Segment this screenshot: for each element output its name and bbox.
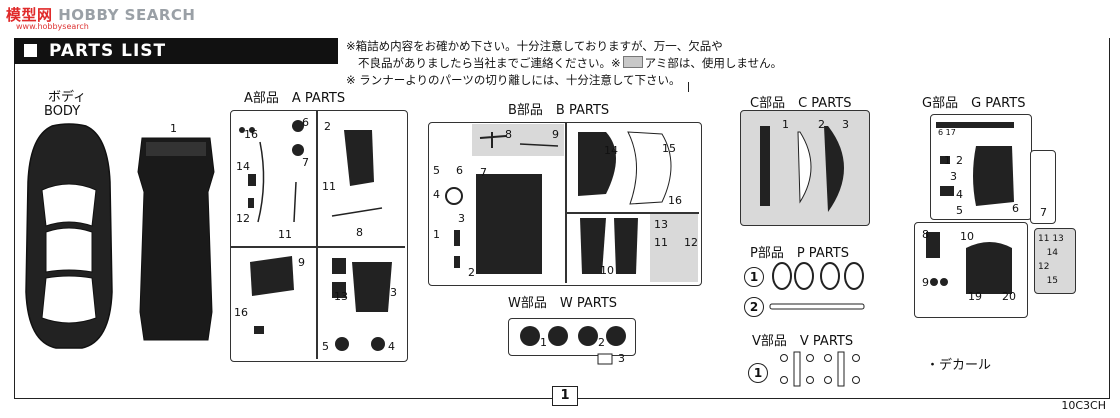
body-part-number: 1 [170,122,177,135]
document-code: 10C3CH [1061,399,1106,412]
a-parts-sprue [230,110,408,362]
b-part-5: 5 [433,164,440,177]
b-part-12: 12 [684,236,698,249]
a-part-2: 2 [324,120,331,133]
p-parts-tires [772,262,864,290]
g-part-1: 1 [944,154,951,167]
g-part-8: 8 [922,228,929,241]
a-part-9: 9 [298,256,305,269]
a-part-16: 16 [234,306,248,319]
body-label-en: BODY [44,104,81,119]
w-parts-label: W部品 W PARTS [508,296,618,311]
b-part-7: 7 [480,166,487,179]
v-parts-shapes [780,351,860,387]
g-parts-sprue-side [1030,150,1056,224]
b-part-8: 8 [505,128,512,141]
c-parts-shapes [760,126,844,212]
c-part-3: 3 [842,118,849,131]
note-line-3: ※ ランナーよりのパーツの切り離しには、十分注意して下さい。 [346,73,681,87]
note-line-1: ※箱詰め内容をお確かめ下さい。十分注意しておりますが、万一、欠品や [346,39,723,53]
b-part-10: 10 [600,264,614,277]
b-part-15: 15 [662,142,676,155]
w-parts-shapes [520,326,626,365]
a-part-5: 5 [322,340,329,353]
note-line-2: 不良品がありましたら当社までご連絡ください。※アミ部は、使用しません。 [358,56,783,70]
p-row-2-number: 2 [744,296,764,317]
p-parts-label: P部品 P PARTS [750,246,849,261]
b-parts-label: B部品 B PARTS [508,103,610,118]
c-part-1: 1 [782,118,789,131]
a-part-3: 3 [390,286,397,299]
b-part-4: 4 [433,188,440,201]
g-part-2: 2 [956,154,963,167]
v-row-1-number: 1 [748,362,768,383]
a-part-11: 11 [278,228,292,241]
p-row-1-number: 1 [744,266,764,287]
g-part-3: 3 [950,170,957,183]
a-parts-shapes [239,120,392,351]
g-part-20: 20 [1002,290,1016,303]
b-part-9: 9 [552,128,559,141]
a-part-7: 7 [302,156,309,169]
g-part-9: 9 [922,276,929,289]
g-parts-label: G部品 G PARTS [922,96,1026,111]
g-parts-sprue-mesh [1034,228,1076,294]
a-part-11b: 11 [322,180,336,193]
a-part-6: 6 [302,116,309,129]
b-part-2: 2 [468,266,475,279]
parts-list-header: PARTS LIST [14,38,338,64]
g-part-6: 6 [1012,202,1019,215]
w-part-1: 1 [540,336,547,349]
b-part-16: 16 [668,194,682,207]
car-body-illustration [25,123,113,349]
header-title: PARTS LIST [49,41,167,61]
g-part-7: 7 [1040,206,1047,219]
c-part-2: 2 [818,118,825,131]
mesh-swatch [622,56,643,68]
g-part-4: 4 [956,188,963,201]
g-part-5: 5 [956,204,963,217]
a-part-14: 14 [236,160,250,173]
watermark: 模型网 HOBBY SEARCH [6,6,196,24]
g-parts-shapes [926,122,1014,294]
p-parts-axle [769,303,865,310]
car-chassis-illustration [137,137,215,341]
a-part-4: 4 [388,340,395,353]
b-part-13: 13 [654,218,668,231]
b-part-1: 1 [433,228,440,241]
w-part-3: 3 [618,352,625,365]
b-part-3: 3 [458,212,465,225]
decal-label: ・デカール [926,358,992,373]
a-part-13: 13 [334,290,348,303]
a-part-10: 16 [244,128,258,141]
page-number: 1 [552,386,578,406]
g-part-10: 10 [960,230,974,243]
b-part-11: 11 [654,236,668,249]
b-parts-shapes [445,131,672,274]
a-part-8: 8 [356,226,363,239]
b-part-6: 6 [456,164,463,177]
a-parts-label: A部品 A PARTS [244,91,346,106]
w-part-2: 2 [598,336,605,349]
a-part-12: 12 [236,212,250,225]
g-part-small-labels: 6 17 [938,128,956,137]
square-icon [24,44,37,57]
b-part-14: 14 [604,144,618,157]
c-parts-label: C部品 C PARTS [750,96,852,111]
watermark-url: www.hobbysearch [16,22,89,31]
v-parts-label: V部品 V PARTS [752,334,854,349]
body-label-jp: ボディ [48,90,87,105]
g-part-19: 19 [968,290,982,303]
